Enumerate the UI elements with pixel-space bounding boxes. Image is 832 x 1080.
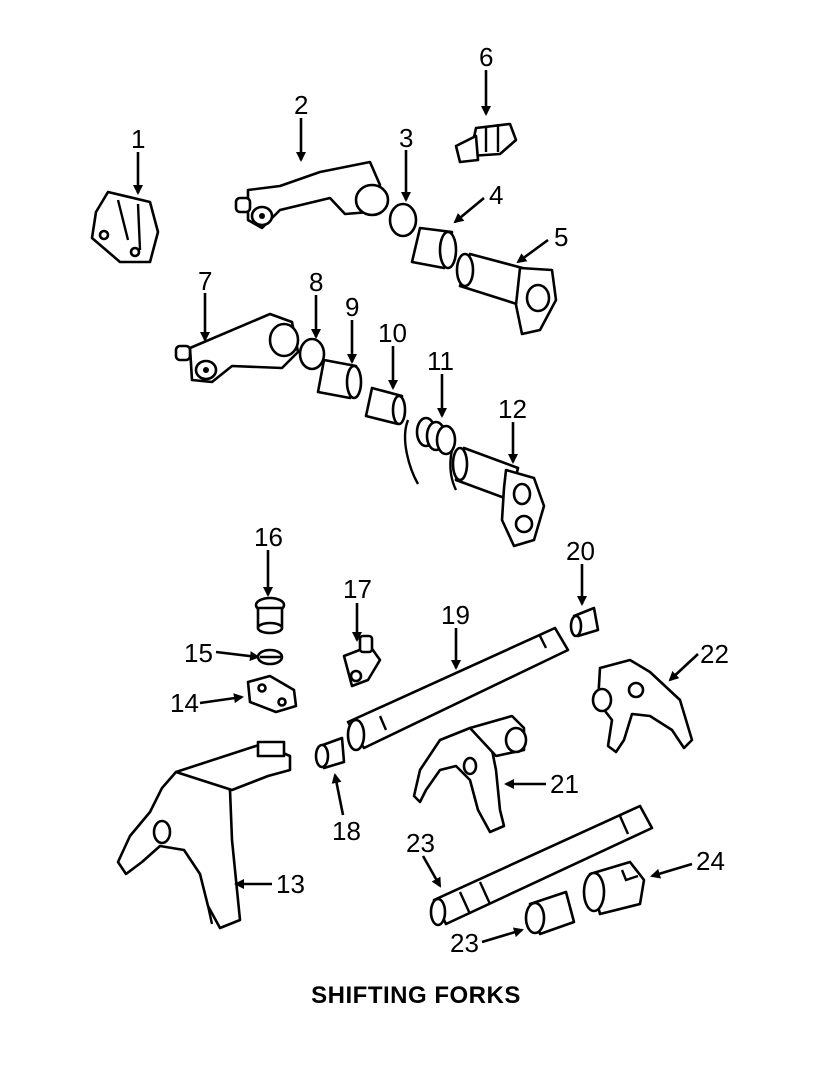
callout-23-lower: 23 <box>450 928 479 958</box>
callout-3: 3 <box>399 123 413 153</box>
part-18-roller <box>314 736 346 770</box>
part-20-roller <box>569 606 600 638</box>
callout-7: 7 <box>198 266 212 296</box>
callout-15: 15 <box>184 638 213 668</box>
callout-18: 18 <box>332 816 361 846</box>
callout-11: 11 <box>427 346 454 376</box>
part-14-plate <box>246 674 298 714</box>
part-8-o-ring <box>298 337 326 371</box>
callout-1: 1 <box>131 124 145 154</box>
part-9-bushing <box>316 358 363 400</box>
callout-14: 14 <box>170 688 199 718</box>
callout-6: 6 <box>479 42 493 72</box>
part-21-shift-fork <box>412 714 528 834</box>
part-24-block <box>582 860 646 916</box>
callout-21: 21 <box>550 769 579 799</box>
leader-arrows <box>133 70 699 944</box>
part-13-shift-fork <box>116 740 292 930</box>
part-23-shaft <box>429 804 654 927</box>
part-1-bracket <box>90 190 160 264</box>
diagram-title: SHIFTING FORKS <box>311 982 521 1009</box>
callout-2: 2 <box>294 90 308 120</box>
callout-19: 19 <box>441 600 470 630</box>
callout-8: 8 <box>309 267 323 297</box>
callout-23-upper: 23 <box>406 828 435 858</box>
part-12-shaft-flange <box>451 446 546 548</box>
part-10-bushing <box>364 386 407 426</box>
callout-24: 24 <box>696 846 725 876</box>
callout-9: 9 <box>345 292 359 322</box>
part-19-shift-rail <box>346 626 570 752</box>
part-6-switch <box>454 122 518 164</box>
part-7-lever <box>174 312 300 384</box>
callout-10: 10 <box>378 318 407 348</box>
callout-4: 4 <box>489 180 503 210</box>
callout-20: 20 <box>566 536 595 566</box>
callout-5: 5 <box>554 222 568 252</box>
part-5-shaft-housing <box>455 252 558 336</box>
part-15-clip <box>256 648 284 666</box>
callout-17: 17 <box>343 574 372 604</box>
part-3-o-ring <box>388 202 418 238</box>
part-4-bushing <box>410 226 458 270</box>
callout-12: 12 <box>498 394 527 424</box>
callout-16: 16 <box>254 522 283 552</box>
part-16-plug <box>254 596 286 635</box>
part-11-spring <box>403 416 458 491</box>
part-22-shift-fork <box>591 658 694 754</box>
callout-22: 22 <box>700 639 729 669</box>
callout-13: 13 <box>276 869 305 899</box>
part-2-lever <box>234 160 390 230</box>
part-17-detent <box>342 634 382 688</box>
part-23-collar <box>524 890 576 936</box>
callout-labels: 1 2 3 4 5 6 7 8 9 10 11 12 13 14 15 16 1… <box>131 42 729 958</box>
